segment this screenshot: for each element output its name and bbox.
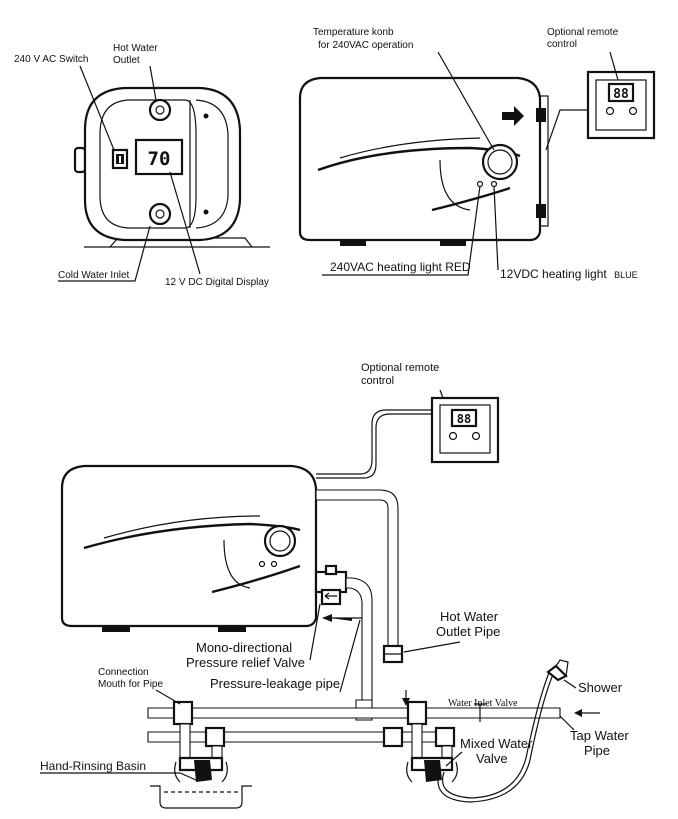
label-remote-top-line2: control	[547, 39, 577, 50]
hot-outlet-fitting	[148, 98, 172, 122]
cold-inlet-fitting	[148, 202, 172, 226]
label-mixed-valve-line2: Valve	[476, 751, 508, 766]
label-tap-pipe-line1: Tap Water	[570, 728, 629, 743]
label-remote-top-line1: Optional remote	[547, 27, 619, 38]
remote-top-digits: 88	[613, 87, 629, 102]
remote-control-top: 88	[586, 70, 656, 140]
label-water-inlet-valve: Water Inlet Valve	[448, 698, 518, 709]
label-12v-light-color: BLUE	[614, 270, 638, 280]
label-mixed-valve-line1: Mixed Water	[460, 736, 533, 751]
heater-front-panel-view	[298, 76, 549, 246]
label-temp-knob-line1: Temperature konb	[313, 27, 394, 38]
label-hot-pipe-line2: Outlet Pipe	[436, 624, 500, 639]
basin	[150, 785, 252, 809]
heater-installed	[60, 464, 318, 632]
label-cold-inlet: Cold Water Inlet	[58, 270, 130, 281]
label-temp-knob-line2: for 240VAC operation	[318, 40, 413, 51]
label-hot-outlet-line2: Outlet	[113, 55, 140, 66]
label-connection-line1: Connection	[98, 667, 149, 678]
label-hot-pipe-line1: Hot Water	[440, 609, 499, 624]
label-mono-valve-line2: Pressure relief Valve	[186, 655, 305, 670]
display-value: 70	[148, 148, 171, 170]
remote-control-bottom: 88	[430, 396, 500, 464]
label-12v-light: 12VDC heating light BLUE	[500, 267, 638, 281]
label-12v-light-main: 12VDC heating light	[500, 267, 607, 281]
label-240v-light: 240VAC heating light RED	[330, 260, 471, 274]
shower-hose	[437, 671, 555, 803]
label-leakage-pipe: Pressure-leakage pipe	[210, 676, 340, 691]
heater-front-view: 70	[73, 86, 270, 248]
label-digital-display: 12 V DC Digital Display	[165, 277, 269, 288]
remote-bottom-digits: 88	[457, 412, 471, 426]
label-connection-line2: Mouth for Pipe	[98, 679, 163, 690]
label-hot-outlet-line1: Hot Water	[113, 43, 158, 54]
digital-display	[134, 138, 184, 176]
label-tap-pipe-line2: Pipe	[584, 743, 610, 758]
label-basin: Hand-Rinsing Basin	[40, 759, 146, 773]
label-remote-bottom-line1: Optional remote	[361, 362, 439, 374]
label-240v-switch: 240 V AC Switch	[14, 54, 88, 65]
label-shower: Shower	[578, 680, 623, 695]
label-remote-bottom-line2: control	[361, 375, 394, 387]
label-mono-valve-line1: Mono-directional	[196, 640, 292, 655]
